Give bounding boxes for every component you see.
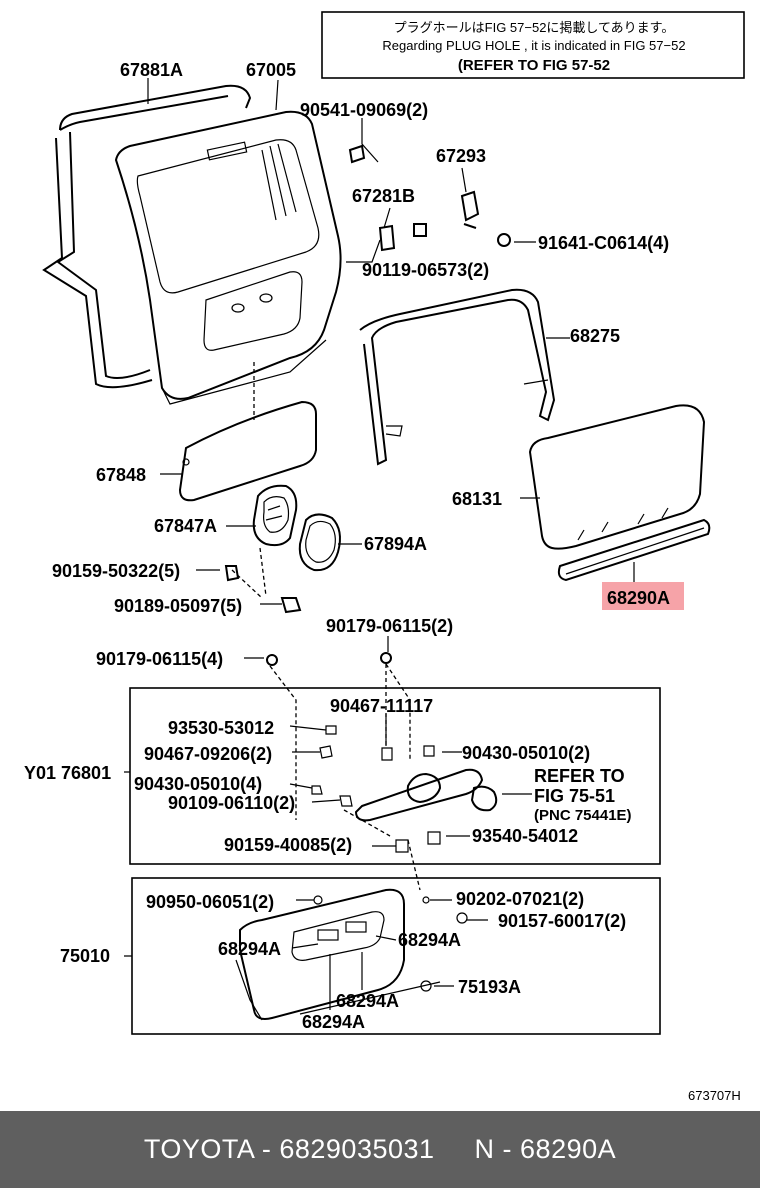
label-90179-4: 90179-06115(4) bbox=[96, 649, 223, 669]
label-93530: 93530-53012 bbox=[168, 718, 274, 738]
label-90467-11117: 90467-11117 bbox=[330, 696, 433, 716]
label-90541: 90541-09069(2) bbox=[300, 100, 428, 120]
label-75193A: 75193A bbox=[458, 977, 521, 997]
label-68294A-3: 68294A bbox=[336, 991, 399, 1011]
trim-board bbox=[178, 400, 317, 502]
label-90157: 90157-60017(2) bbox=[498, 911, 626, 931]
label-68294A-4: 68294A bbox=[302, 1012, 365, 1032]
group-box-75010 bbox=[124, 877, 661, 1035]
label-67281B: 67281B bbox=[352, 186, 415, 206]
note-line-3: (REFER TO FIG 57-52 bbox=[458, 57, 610, 74]
label-68275: 68275 bbox=[570, 326, 620, 346]
parts-diagram: プラグホールはFIG 57−52に掲載してあります。 Regarding PLU… bbox=[24, 11, 745, 1103]
label-67894A: 67894A bbox=[364, 534, 427, 554]
upper-leader-lines bbox=[147, 78, 635, 659]
label-Y01-76801: Y01 76801 bbox=[24, 763, 111, 783]
label-90950: 90950-06051(2) bbox=[146, 892, 274, 912]
label-67293: 67293 bbox=[436, 146, 486, 166]
label-90202: 90202-07021(2) bbox=[456, 889, 584, 909]
label-90430-2: 90430-05010(2) bbox=[462, 743, 590, 763]
label-90430-4: 90430-05010(4) bbox=[134, 774, 262, 794]
label-90159-40085: 90159-40085(2) bbox=[224, 835, 352, 855]
figure-id: 673707H bbox=[688, 1088, 741, 1103]
part-footer: TOYOTA - 6829035031 N - 68290A bbox=[0, 1111, 760, 1188]
label-68131: 68131 bbox=[452, 489, 502, 509]
door-glass bbox=[528, 404, 706, 550]
label-67848: 67848 bbox=[96, 465, 146, 485]
label-68290A: 68290A bbox=[607, 588, 670, 608]
label-67005: 67005 bbox=[246, 60, 296, 80]
label-90159-50322: 90159-50322(5) bbox=[52, 561, 180, 581]
note-line-1: プラグホールはFIG 57−52に掲載してあります。 bbox=[394, 20, 675, 35]
glass-molding bbox=[557, 518, 711, 582]
footer-pnc: N - 68290A bbox=[474, 1134, 617, 1164]
label-90179-2: 90179-06115(2) bbox=[326, 616, 453, 636]
label-67847A: 67847A bbox=[154, 516, 217, 536]
label-75010: 75010 bbox=[60, 946, 110, 966]
label-refer-pnc: (PNC 75441E) bbox=[534, 807, 632, 824]
label-90119: 90119-06573(2) bbox=[362, 260, 489, 280]
part-labels: 67881A 67005 90541-09069(2) 67293 67281B… bbox=[24, 60, 741, 1103]
note-box: プラグホールはFIG 57−52に掲載してあります。 Regarding PLU… bbox=[321, 11, 745, 79]
label-68294A-1: 68294A bbox=[218, 939, 281, 959]
small-fasteners bbox=[224, 144, 511, 666]
label-90109: 90109-06110(2) bbox=[168, 793, 295, 813]
lamp-housing bbox=[252, 484, 298, 547]
label-refer-to: REFER TO bbox=[534, 766, 625, 786]
label-refer-fig: FIG 75-51 bbox=[534, 786, 615, 806]
group-box-76801 bbox=[124, 687, 661, 865]
door-weatherstrip bbox=[42, 84, 252, 389]
note-line-2: Regarding PLUG HOLE , it is indicated in… bbox=[382, 38, 685, 53]
label-68294A-2: 68294A bbox=[398, 930, 461, 950]
glass-run bbox=[359, 288, 556, 466]
label-90189: 90189-05097(5) bbox=[114, 596, 242, 616]
back-door-panel bbox=[114, 110, 342, 405]
highlight-68290A bbox=[602, 582, 684, 610]
footer-gap bbox=[435, 1134, 475, 1165]
gasket bbox=[298, 513, 341, 572]
footer-part-number: TOYOTA - 6829035031 bbox=[143, 1134, 435, 1164]
dashed-guides bbox=[231, 362, 421, 891]
label-91641: 91641-C0614(4) bbox=[538, 233, 669, 253]
label-67881A: 67881A bbox=[120, 60, 183, 80]
label-93540: 93540-54012 bbox=[472, 826, 578, 846]
label-90467-09206: 90467-09206(2) bbox=[144, 744, 272, 764]
